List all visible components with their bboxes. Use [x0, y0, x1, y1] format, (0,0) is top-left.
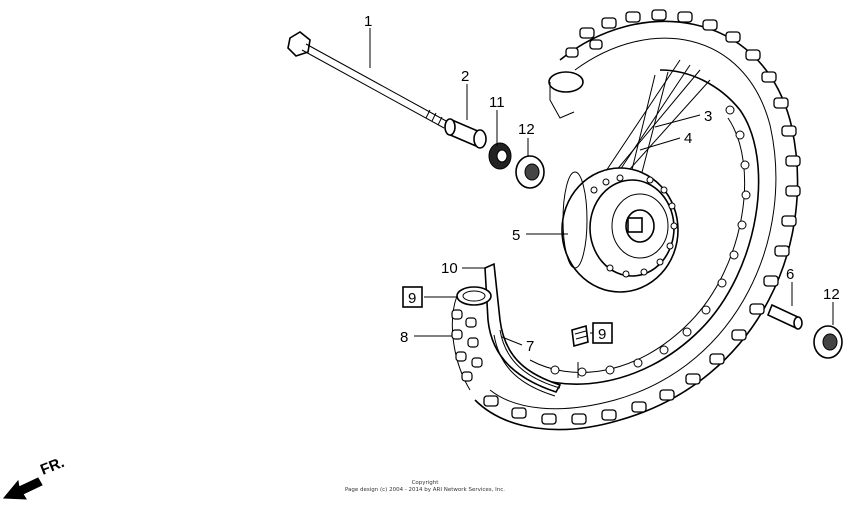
callout-12-left: 12	[518, 121, 535, 138]
callout-9-box-left	[402, 286, 423, 308]
inner-tube	[493, 329, 561, 397]
radial-bearing-right	[813, 325, 843, 359]
wheel-hub	[561, 167, 679, 293]
callout-4: 4	[684, 130, 692, 147]
callout-labels: 1 2 3 4 5 6 7 8 9 9 10 11 12 12	[364, 13, 840, 355]
leader-lines	[369, 28, 834, 346]
radial-bearing-left	[515, 155, 545, 189]
callout-5: 5	[512, 227, 520, 244]
copyright-line-2: Page design (c) 2004 - 2014 by ARI Netwo…	[344, 487, 506, 493]
oil-seal	[488, 142, 512, 170]
front-direction-arrow-icon	[2, 477, 43, 500]
rim-spoke-holes	[550, 105, 751, 377]
tire-end-section	[451, 286, 492, 391]
front-axle	[287, 31, 449, 129]
callout-9-left: 9	[408, 290, 416, 307]
callout-10: 10	[441, 260, 458, 277]
callout-7: 7	[526, 338, 534, 355]
copyright-line-1: Copyright	[411, 480, 439, 486]
callout-2: 2	[461, 68, 469, 85]
callout-12-right: 12	[823, 286, 840, 303]
callout-9-box-right	[592, 322, 613, 344]
rim-band	[484, 262, 562, 393]
callout-8: 8	[400, 329, 408, 346]
callout-11: 11	[489, 94, 505, 111]
valve-cap	[571, 324, 589, 348]
callout-6: 6	[786, 266, 794, 283]
callout-3: 3	[704, 108, 712, 125]
tread-knobs	[483, 9, 801, 425]
axle-collar	[444, 118, 487, 149]
distance-collar	[766, 303, 803, 330]
callout-1: 1	[364, 13, 372, 30]
callout-9-right: 9	[598, 326, 606, 343]
